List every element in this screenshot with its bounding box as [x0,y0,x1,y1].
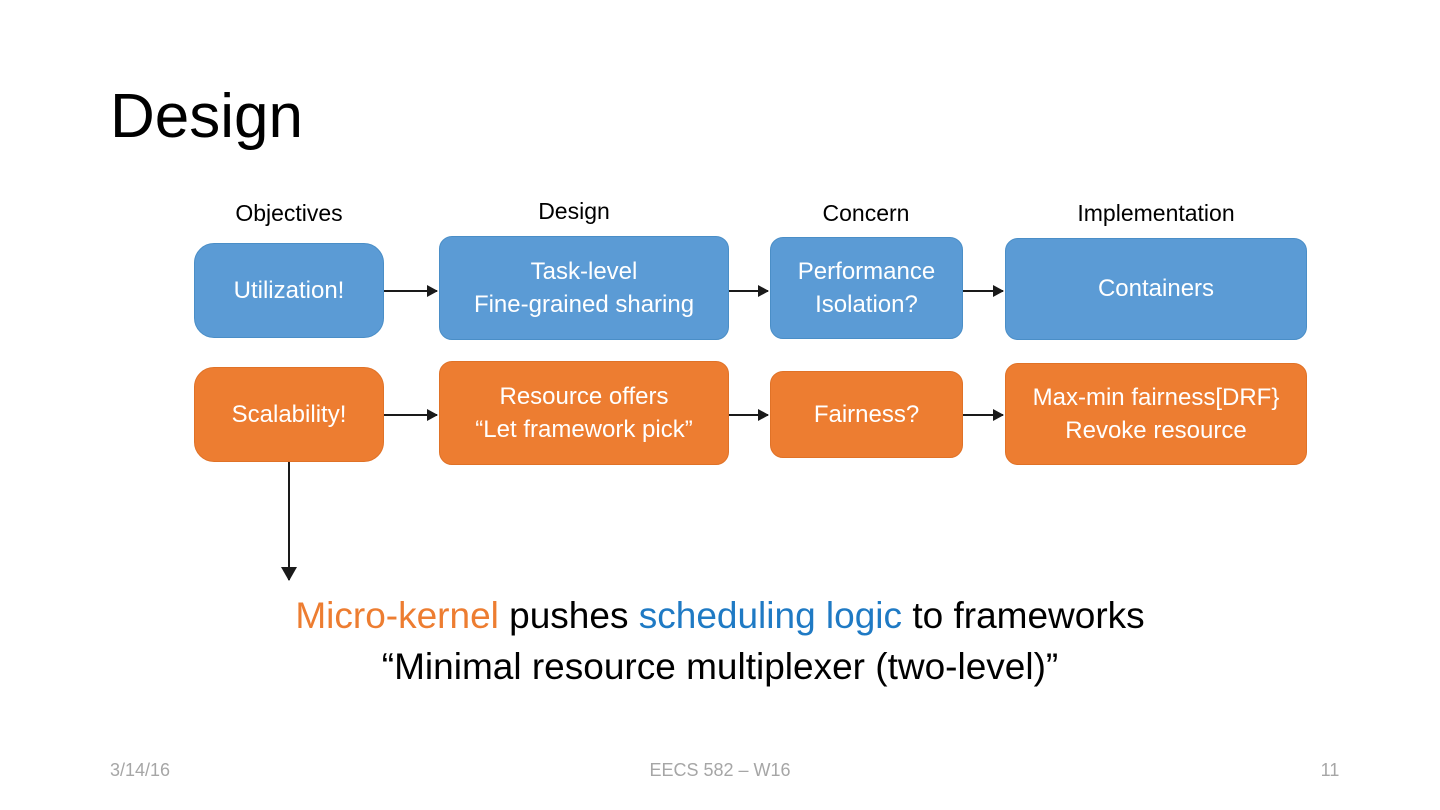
flow-box-utilization[interactable]: Utilization! [194,243,384,338]
column-header-objectives: Objectives [235,200,343,226]
flow-box-fairness[interactable]: Fairness? [770,371,963,458]
arrow-fairness-to-max-min-fairness [963,414,1003,416]
column-header-design: Design [538,198,610,224]
arrow-scalability-to-caption [288,462,290,580]
page-title: Design [110,82,303,151]
caption-pushes: pushes [498,595,639,636]
arrow-scalability-to-resource-offers [384,414,437,416]
flow-box-scalability[interactable]: Scalability! [194,367,384,462]
footer-course: EECS 582 – W16 [649,760,791,780]
caption-line-2: “Minimal resource multiplexer (two-level… [381,646,1059,687]
footer-page-number: 11 [1320,760,1340,780]
column-header-concern: Concern [822,200,910,226]
flow-box-max-min-fairness[interactable]: Max-min fairness[DRF} Revoke resource [1005,363,1307,465]
footer-date: 3/14/16 [110,760,171,780]
caption-to-frameworks: to frameworks [902,595,1145,636]
flow-box-performance-isolation[interactable]: Performance Isolation? [770,237,963,339]
flow-box-containers[interactable]: Containers [1005,238,1307,340]
flow-box-task-level[interactable]: Task-level Fine-grained sharing [439,236,729,340]
arrow-performance-isolation-to-containers [963,290,1003,292]
column-header-implementation: Implementation [1077,200,1235,226]
arrow-resource-offers-to-fairness [729,414,768,416]
arrow-task-level-to-performance-isolation [729,290,768,292]
caption-micro-kernel: Micro-kernel [295,595,499,636]
caption-line-1: Micro-kernel pushes scheduling logic to … [0,590,1440,641]
flow-box-resource-offers[interactable]: Resource offers “Let framework pick” [439,361,729,465]
arrow-utilization-to-task-level [384,290,437,292]
caption-scheduling-logic: scheduling logic [638,595,903,636]
